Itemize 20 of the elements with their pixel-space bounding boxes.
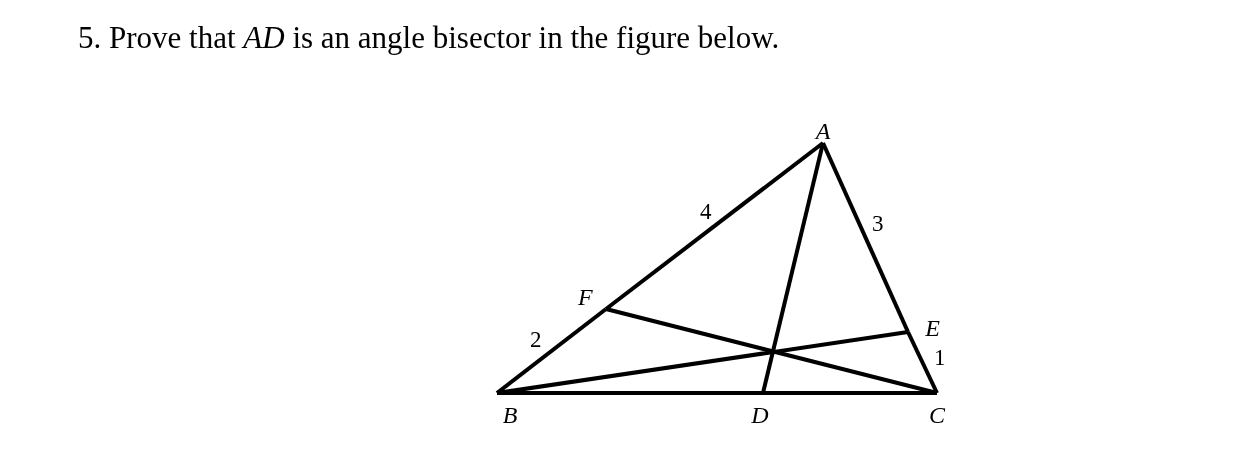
length-label: 1 bbox=[934, 346, 946, 370]
vertex-label: B bbox=[497, 393, 523, 427]
line-segment bbox=[906, 331, 939, 394]
vertex-label: D bbox=[747, 393, 773, 427]
line-segment bbox=[495, 307, 608, 395]
vertex-label: C bbox=[924, 393, 950, 427]
line-segment bbox=[821, 142, 910, 333]
vertex-label: F bbox=[578, 285, 606, 309]
length-label: 3 bbox=[872, 212, 884, 236]
line-segment bbox=[605, 307, 938, 395]
length-label: 4 bbox=[700, 200, 712, 224]
question-text: 5. Prove that AD is an angle bisector in the figure below. bbox=[78, 19, 780, 57]
line-segment bbox=[604, 141, 825, 311]
line-segment bbox=[761, 142, 825, 394]
line-segment bbox=[497, 391, 763, 395]
line-segment bbox=[496, 330, 909, 395]
vertex-label: E bbox=[908, 314, 940, 342]
vertex-label: A bbox=[812, 117, 834, 143]
line-segment bbox=[763, 391, 937, 395]
length-label: 2 bbox=[530, 328, 542, 352]
